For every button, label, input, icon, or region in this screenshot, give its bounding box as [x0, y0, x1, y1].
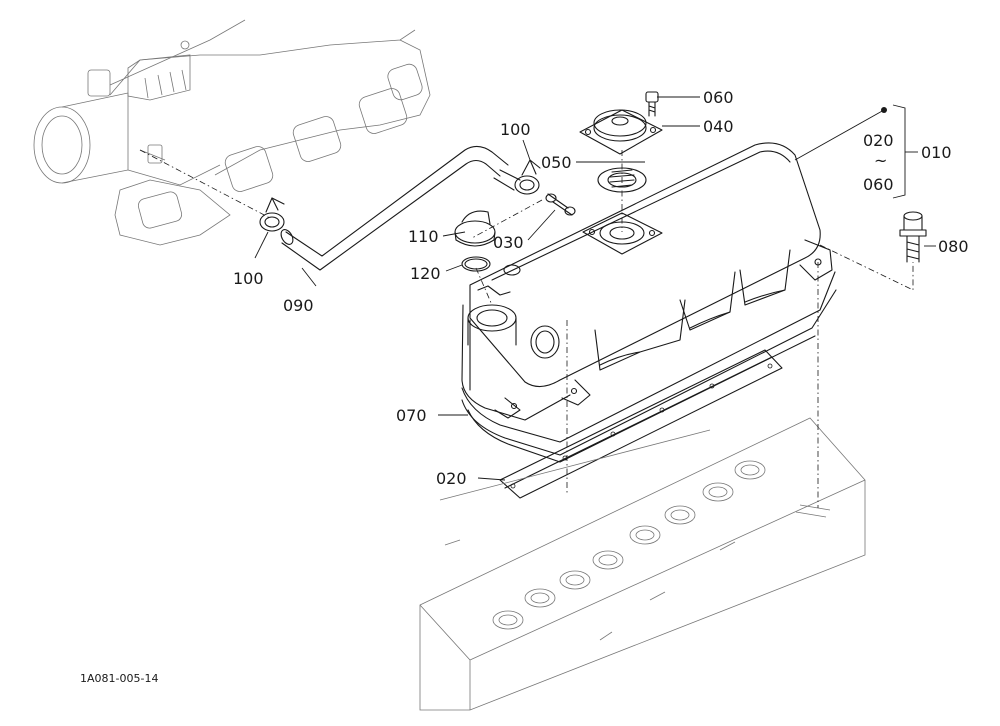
callout-labels: 060 040 050 100 100 110 030 120 090 080 …: [80, 88, 969, 685]
callout-050: 050: [541, 153, 572, 172]
callout-020: 020: [436, 469, 467, 488]
callout-020-range-start: 020: [863, 131, 894, 150]
cylinder-head: [419, 417, 866, 711]
breather-cover: [579, 109, 663, 155]
callout-range-separator: ~: [874, 151, 887, 170]
callout-090: 090: [283, 296, 314, 315]
hose-clamp-left: [259, 197, 285, 232]
callout-060-range-end: 060: [863, 175, 894, 194]
callout-080: 080: [938, 237, 969, 256]
callout-120: 120: [410, 264, 441, 283]
callout-010: 010: [921, 143, 952, 162]
stud-bolt: [899, 211, 927, 263]
callout-100-left: 100: [233, 269, 264, 288]
callout-100-top: 100: [500, 120, 531, 139]
callout-040: 040: [703, 117, 734, 136]
callout-070: 070: [396, 406, 427, 425]
breather-plate: [582, 212, 663, 255]
oil-filler-cap: [454, 210, 496, 247]
head-cover-gasket: [461, 289, 837, 463]
hose-clamp-top: [493, 159, 541, 195]
breather-hose: [280, 145, 509, 271]
callout-060: 060: [703, 88, 734, 107]
leader-lines: [139, 96, 936, 508]
breather-screw: [645, 91, 659, 117]
flat-gasket: [499, 349, 783, 499]
manifold-assembly: [33, 19, 431, 246]
callout-030: 030: [493, 233, 524, 252]
breather-pipe: [545, 193, 576, 216]
callout-110: 110: [408, 227, 439, 246]
drawing-code: 1A081-005-14: [80, 672, 158, 685]
cylinder-head-cover: [461, 142, 836, 443]
